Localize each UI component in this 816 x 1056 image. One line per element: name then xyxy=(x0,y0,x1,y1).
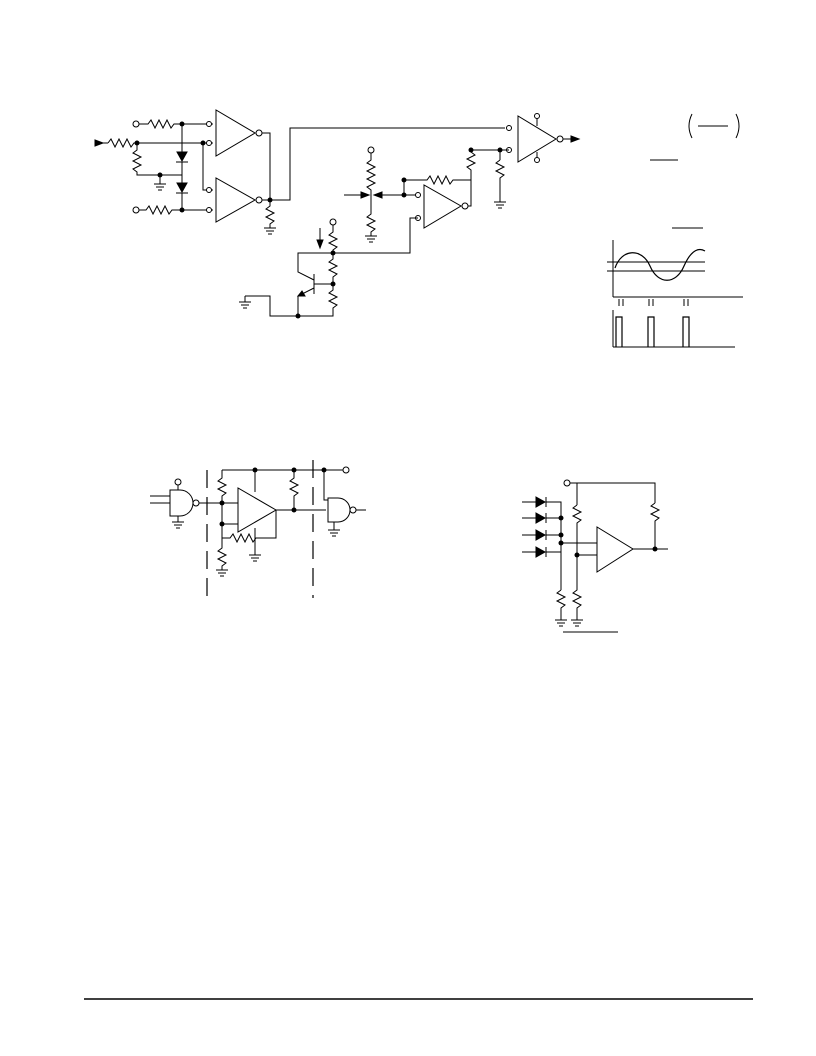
input-logic-gate xyxy=(169,489,194,517)
formula-fragments xyxy=(650,113,740,229)
ground-symbol-1 xyxy=(154,175,166,191)
ground-symbol-5 xyxy=(239,295,256,309)
ref-top-terminal xyxy=(132,120,140,128)
ref-bottom-resistor xyxy=(139,204,205,216)
reference-resistor-top xyxy=(571,504,583,555)
input-diode-2 xyxy=(535,512,547,524)
ref-bottom-terminal xyxy=(132,206,140,214)
ref-top-resistor xyxy=(139,118,205,130)
buffer-comparator xyxy=(423,184,462,229)
hysteresis-resistor xyxy=(222,510,277,544)
diode-1 xyxy=(176,151,188,163)
reference-resistor-bottom xyxy=(571,555,583,627)
vcc-terminal xyxy=(329,218,337,226)
output-pullup-resistor xyxy=(288,470,300,510)
collector-resistor xyxy=(327,225,339,253)
input-divider-resistor xyxy=(216,524,228,577)
or-comparator xyxy=(596,526,634,573)
ground-symbol-4 xyxy=(365,235,377,243)
input-diode-3 xyxy=(535,529,547,541)
supply-terminal xyxy=(342,466,350,474)
logic-interface-comparator xyxy=(150,460,366,598)
divider-resistor xyxy=(494,159,506,202)
input-resistor xyxy=(107,137,205,149)
output-comparator xyxy=(517,115,557,163)
input-diode-4 xyxy=(535,546,547,558)
input-arrow xyxy=(94,139,108,147)
comparator-1 xyxy=(215,109,256,157)
output-pulse-waveform xyxy=(615,316,690,347)
transistor xyxy=(297,252,333,316)
pullup-resistor-1 xyxy=(264,200,276,228)
window-comparator-schematic xyxy=(94,109,581,319)
comparator-2 xyxy=(215,177,257,223)
emitter-resistor xyxy=(256,284,339,317)
comparator-waveform-plot xyxy=(607,240,743,348)
input-shunt-resistor xyxy=(131,143,182,176)
bias-divider-resistor xyxy=(327,253,339,284)
formula-bracket-left xyxy=(688,113,693,139)
potentiometer xyxy=(365,153,377,236)
output-pullup-resistor-2 xyxy=(649,502,661,549)
input-diode-1 xyxy=(535,496,547,508)
pot-top-terminal xyxy=(367,146,375,154)
ground-symbol-2 xyxy=(264,227,276,235)
transition-markers xyxy=(618,299,689,306)
feedback-resistor xyxy=(404,174,471,186)
diode-or-comparator xyxy=(522,479,668,633)
interface-comparator xyxy=(237,487,277,533)
diode-2 xyxy=(176,182,188,194)
output-logic-gate xyxy=(327,497,351,523)
formula-bracket-right xyxy=(735,113,740,139)
input-pulldown-resistor xyxy=(555,589,567,627)
bias-resistor xyxy=(465,149,500,180)
supply-terminal-2 xyxy=(563,479,571,487)
ground-symbol-3 xyxy=(494,201,506,209)
input-pullup-resistor xyxy=(216,470,228,503)
sine-input-waveform xyxy=(614,248,706,281)
